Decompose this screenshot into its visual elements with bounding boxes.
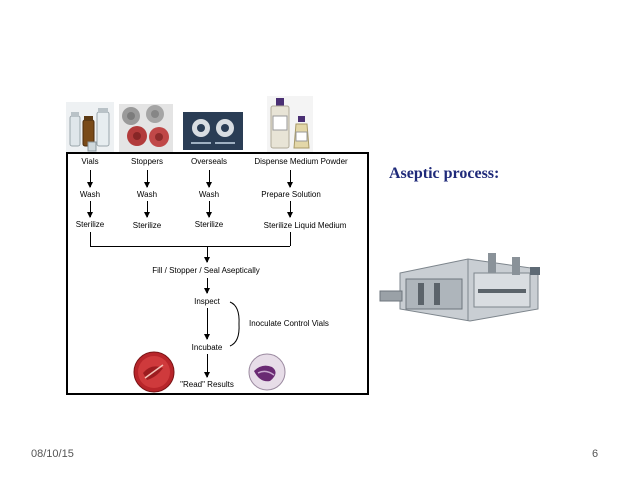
flow-medium-sterilize-label: Sterilize Liquid Medium xyxy=(263,221,347,230)
arrow-icon xyxy=(287,170,293,188)
red-culture-dish xyxy=(133,351,175,393)
overseals-photo xyxy=(183,112,243,150)
flow-inspect-label: Inspect xyxy=(194,297,220,306)
process-flowchart xyxy=(66,152,369,395)
flow-vials-sterilize-label: Sterilize xyxy=(75,220,105,229)
slide-page-number: 6 xyxy=(592,448,599,460)
flow-stoppers-sterilize-label: Sterilize xyxy=(132,221,162,230)
arrow-icon xyxy=(87,170,93,188)
flow-overseals-label: Overseals xyxy=(190,157,228,166)
flow-medium-label: Dispense Medium Powder xyxy=(254,157,348,166)
arrow-icon xyxy=(206,170,212,188)
flow-stoppers-wash-label: Wash xyxy=(136,190,158,199)
aseptic-filling-machine-photo xyxy=(378,243,543,328)
flow-vials-wash-label: Wash xyxy=(79,190,101,199)
vials-photo xyxy=(66,102,114,152)
flow-overseals-sterilize-label: Sterilize xyxy=(194,220,224,229)
arrow-icon xyxy=(204,246,210,263)
flow-overseals-wash-label: Wash xyxy=(198,190,220,199)
connector-line xyxy=(90,246,290,247)
arrow-icon xyxy=(206,201,212,218)
flow-medium-prepare-label: Prepare Solution xyxy=(261,190,321,199)
medium-bottles-photo xyxy=(267,96,313,152)
arrow-icon xyxy=(287,201,293,218)
stoppers-photo xyxy=(119,104,173,152)
arrow-icon xyxy=(87,201,93,218)
bracket-icon xyxy=(229,301,240,347)
flow-stoppers-label: Stoppers xyxy=(130,157,164,166)
arrow-icon xyxy=(204,354,210,378)
arrow-icon xyxy=(144,170,150,188)
flow-fill-label: Fill / Stopper / Seal Aseptically xyxy=(152,266,260,275)
arrow-icon xyxy=(144,201,150,218)
flow-read-results-label: "Read" Results xyxy=(180,380,234,389)
connector-line xyxy=(90,232,91,246)
slide-title: Aseptic process: xyxy=(389,165,500,182)
arrow-icon xyxy=(204,278,210,294)
purple-culture-dish xyxy=(248,353,286,391)
connector-line xyxy=(290,232,291,246)
flow-incubate-label: Incubate xyxy=(191,343,223,352)
slide-date: 08/10/15 xyxy=(31,448,74,460)
flow-control-vials-label: Inoculate Control Vials xyxy=(249,319,329,328)
arrow-icon xyxy=(204,308,210,340)
flow-vials-label: Vials xyxy=(81,157,99,166)
